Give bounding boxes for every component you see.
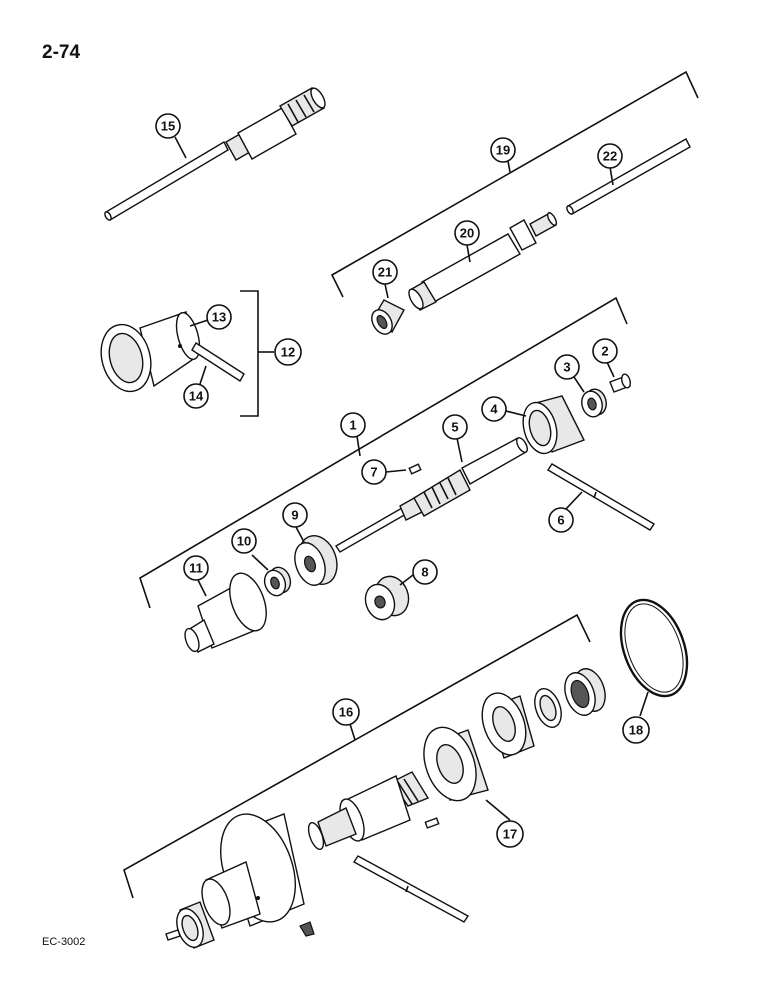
leader-20 <box>466 244 471 263</box>
figure-code: EC-3002 <box>42 936 86 948</box>
leader-11 <box>197 579 207 597</box>
leader-5 <box>456 437 463 463</box>
callout-8: 8 <box>412 559 438 585</box>
part-6-pin <box>547 463 655 531</box>
part-9-gear <box>294 535 338 586</box>
leader-9 <box>295 526 305 543</box>
part-2-screw <box>609 373 631 393</box>
svg-text:6: 6 <box>557 513 564 528</box>
callout-18: 18 <box>622 716 650 744</box>
callout-17: 17 <box>496 820 524 848</box>
svg-text:8: 8 <box>421 565 428 580</box>
svg-text:15: 15 <box>161 119 175 134</box>
svg-text:19: 19 <box>496 143 510 158</box>
callout-20: 20 <box>454 220 480 246</box>
part-8-gear <box>364 575 410 621</box>
svg-text:21: 21 <box>378 265 392 280</box>
part-17-bearing <box>423 726 489 802</box>
svg-text:12: 12 <box>281 345 295 360</box>
svg-text:5: 5 <box>451 420 458 435</box>
part-15-tool <box>104 87 326 221</box>
page-number: 2-74 <box>42 42 81 63</box>
svg-text:20: 20 <box>460 226 474 241</box>
leader-8 <box>399 574 414 586</box>
part-16-pin <box>352 855 470 923</box>
svg-text:7: 7 <box>370 465 377 480</box>
callout-9: 9 <box>282 502 308 528</box>
bracket-1 <box>139 296 628 609</box>
callout-4: 4 <box>481 396 507 422</box>
part-14-pin <box>191 342 245 382</box>
part-13-sleeve <box>100 311 201 393</box>
leader-2 <box>606 361 615 378</box>
part-16-seals <box>481 668 606 759</box>
callout-13: 13 <box>206 304 232 330</box>
leader-10 <box>251 554 269 571</box>
part-11-housing <box>184 572 267 653</box>
callout-7: 7 <box>361 459 387 485</box>
callout-16: 16 <box>332 698 360 726</box>
leader-16 <box>349 723 356 741</box>
callout-5: 5 <box>442 414 468 440</box>
svg-text:4: 4 <box>490 402 498 417</box>
leader-22 <box>609 166 614 186</box>
svg-text:16: 16 <box>339 705 353 720</box>
svg-text:17: 17 <box>503 827 517 842</box>
part-5-spindle <box>335 437 528 553</box>
leader-3 <box>573 376 585 393</box>
callout-1: 1 <box>340 412 366 438</box>
callout-22: 22 <box>597 143 623 169</box>
part-7-key <box>408 463 422 475</box>
part-16-hub <box>165 813 315 949</box>
svg-text:18: 18 <box>629 723 643 738</box>
bracket-19 <box>330 70 699 298</box>
svg-text:22: 22 <box>603 149 617 164</box>
svg-text:11: 11 <box>189 561 203 576</box>
leader-4 <box>505 410 527 417</box>
svg-text:9: 9 <box>291 508 298 523</box>
bracket-16 <box>123 613 591 899</box>
part-3-nut <box>581 388 607 418</box>
part-22-rod <box>566 138 691 215</box>
svg-text:2: 2 <box>601 344 608 359</box>
leader-18 <box>639 691 649 717</box>
part-10-nut <box>263 566 292 597</box>
part-18-o-ring <box>619 598 689 698</box>
part-20-shaft <box>408 212 558 311</box>
leader-7 <box>385 469 407 473</box>
callout-12: 12 <box>274 338 302 366</box>
part-21-bushing <box>371 299 405 335</box>
part-4-ring <box>522 395 585 455</box>
callout-11: 11 <box>183 555 209 581</box>
callout-19: 19 <box>490 137 516 163</box>
leader-6 <box>564 491 583 511</box>
svg-text:10: 10 <box>237 534 251 549</box>
svg-text:1: 1 <box>349 418 356 433</box>
leader-17 <box>485 799 511 821</box>
leader-21 <box>384 283 389 299</box>
callout-21: 21 <box>372 259 398 285</box>
part-16-shaft <box>307 771 440 851</box>
callout-2: 2 <box>592 338 618 364</box>
svg-text:14: 14 <box>189 389 204 404</box>
svg-text:3: 3 <box>563 360 570 375</box>
callout-3: 3 <box>554 354 580 380</box>
callout-10: 10 <box>231 528 257 554</box>
callout-14: 14 <box>183 383 209 409</box>
svg-text:13: 13 <box>212 310 226 325</box>
leader-1 <box>356 435 361 457</box>
callout-15: 15 <box>155 113 181 139</box>
leader-15 <box>174 136 187 159</box>
callout-6: 6 <box>548 507 574 533</box>
bracket-12 <box>240 290 259 417</box>
leader-14 <box>199 365 207 385</box>
leader-13 <box>189 319 209 327</box>
